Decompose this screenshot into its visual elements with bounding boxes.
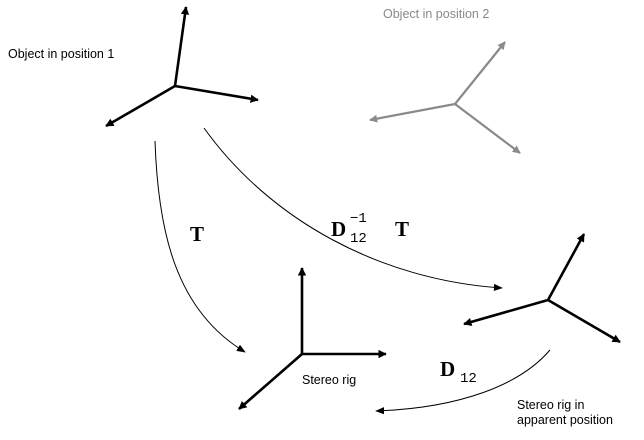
label-stereo-rig-apparent-line2: apparent position <box>517 413 613 427</box>
D12-inverse-superscript: −1 <box>350 211 367 227</box>
D12-symbol: D <box>440 357 455 381</box>
axis-left-arrow <box>369 102 456 123</box>
stereo-rig-axes <box>238 267 387 410</box>
D12-subscript: 12 <box>460 371 477 387</box>
object-position-1-axes <box>105 6 259 128</box>
axis-left-arrow <box>238 353 303 410</box>
label-stereo-rig: Stereo rig <box>302 373 356 387</box>
axis-left-arrow <box>463 298 549 326</box>
D12-inverse-subscript: 12 <box>350 231 367 247</box>
axis-up-arrow <box>173 6 190 87</box>
curve-T-arrow <box>154 140 246 353</box>
transform-D12-inverse-T-label: D −1 12 T <box>331 211 409 247</box>
apparent-rig-axes <box>463 233 621 344</box>
curve-D12-inverse-T-arrow <box>203 127 503 292</box>
transform-T-label: T <box>190 222 204 246</box>
label-stereo-rig-apparent-line1: Stereo rig in <box>517 398 584 412</box>
label-object-position-2: Object in position 2 <box>383 7 489 21</box>
axis-up-arrow <box>454 41 506 105</box>
object-position-2-axes <box>369 41 521 154</box>
axis-right-arrow <box>174 84 259 103</box>
D12-inverse-trailing-T: T <box>395 217 409 241</box>
axis-right-arrow <box>547 298 621 344</box>
axis-right-arrow <box>454 103 521 154</box>
axis-up-arrow <box>546 233 586 301</box>
curve-D12-arrow <box>375 349 551 415</box>
axis-left-arrow <box>105 84 176 128</box>
D12-inverse-symbol: D <box>331 217 346 241</box>
transform-D12-label: D 12 <box>440 357 477 387</box>
label-object-position-1: Object in position 1 <box>8 47 114 61</box>
